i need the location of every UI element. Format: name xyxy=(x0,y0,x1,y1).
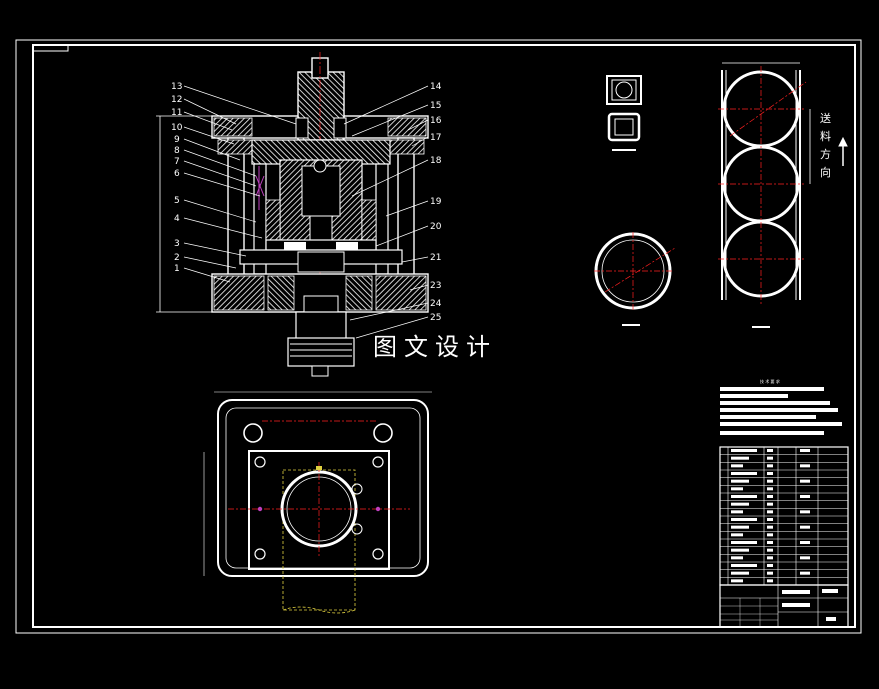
callout-23: 23 xyxy=(430,281,441,291)
parts-row-mark xyxy=(800,571,810,575)
parts-row-mark xyxy=(731,472,757,475)
callout-2: 2 xyxy=(174,253,180,263)
parts-row-mark xyxy=(767,579,773,583)
spring-marks xyxy=(255,166,265,210)
parts-row-mark xyxy=(767,541,773,544)
feed-char-1: 送 xyxy=(820,111,831,125)
callout-8: 8 xyxy=(174,146,180,156)
strip-layout xyxy=(718,62,811,328)
parts-row-mark xyxy=(767,564,773,567)
callout-11: 11 xyxy=(171,108,182,118)
callout-19: 19 xyxy=(430,197,442,207)
callout-leaders xyxy=(183,85,429,339)
parts-row-mark xyxy=(731,456,749,460)
parts-row-mark xyxy=(731,579,743,583)
height-dimension xyxy=(156,115,212,313)
parts-row-mark xyxy=(767,510,773,514)
parts-row-mark xyxy=(800,510,810,514)
parts-row-mark xyxy=(800,556,810,560)
parts-row-mark xyxy=(767,456,773,460)
callout-16: 16 xyxy=(430,116,442,126)
callout-5: 5 xyxy=(174,196,180,206)
parts-row-mark xyxy=(731,556,743,560)
parts-row-mark xyxy=(767,464,773,468)
parts-row-mark xyxy=(731,510,743,514)
callout-25: 25 xyxy=(430,313,441,323)
feed-char-3: 方 xyxy=(820,147,831,161)
parts-row-mark xyxy=(800,464,810,468)
parts-row-mark xyxy=(731,564,757,567)
feed-char-2: 料 xyxy=(820,129,831,143)
parts-row-mark xyxy=(767,518,773,521)
parts-row-mark xyxy=(731,464,743,468)
callout-21: 21 xyxy=(430,253,441,263)
parts-row-mark xyxy=(800,525,810,529)
parts-row-mark xyxy=(731,495,757,498)
parts-row-mark xyxy=(731,548,749,552)
callout-18: 18 xyxy=(430,156,442,166)
drawing-frame xyxy=(15,39,862,634)
parts-row-mark xyxy=(800,479,810,483)
callout-1: 1 xyxy=(174,264,180,274)
callout-3: 3 xyxy=(174,239,180,249)
parts-row-mark xyxy=(731,479,749,483)
parts-row-mark xyxy=(800,449,810,452)
callout-6: 6 xyxy=(174,169,180,179)
parts-row-mark xyxy=(731,449,757,452)
parts-list-table xyxy=(719,446,849,586)
feed-char-4: 向 xyxy=(820,165,831,179)
callout-13: 13 xyxy=(171,82,182,92)
parts-row-mark xyxy=(731,518,757,521)
parts-row-mark xyxy=(767,449,773,452)
parts-row-mark xyxy=(731,541,757,544)
parts-row-mark xyxy=(731,502,749,506)
parts-row-mark xyxy=(767,487,773,491)
parts-row-mark xyxy=(767,502,773,506)
callout-14: 14 xyxy=(430,82,442,92)
plan-view xyxy=(203,391,432,614)
parts-row-mark xyxy=(767,479,773,483)
parts-row-mark xyxy=(767,571,773,575)
tech-requirements-block: 技 术 要 求 xyxy=(720,378,842,435)
parts-row-mark xyxy=(731,533,743,537)
part-detail-views xyxy=(594,75,676,326)
callout-4: 4 xyxy=(174,214,180,224)
feed-arrow-icon xyxy=(838,136,848,166)
callout-7: 7 xyxy=(174,157,180,167)
callout-10: 10 xyxy=(171,123,183,133)
parts-row-mark xyxy=(767,472,773,475)
parts-row-mark xyxy=(731,525,749,529)
parts-row-mark xyxy=(767,525,773,529)
parts-row-mark xyxy=(800,541,810,544)
callout-9: 9 xyxy=(174,135,180,145)
parts-row-mark xyxy=(767,495,773,498)
callouts-right: 14 15 16 17 18 19 20 21 23 24 25 xyxy=(430,82,442,323)
callout-24: 24 xyxy=(430,299,442,309)
parts-row-mark xyxy=(767,533,773,537)
callout-12: 12 xyxy=(171,95,182,105)
parts-row-mark xyxy=(767,548,773,552)
parts-row-mark xyxy=(800,495,810,498)
main-section-view xyxy=(156,52,429,377)
callout-17: 17 xyxy=(430,133,441,143)
callout-20: 20 xyxy=(430,222,442,232)
tech-requirements-title: 技 术 要 求 xyxy=(760,378,780,384)
watermark-text: 图文设计 xyxy=(373,333,497,361)
parts-row-mark xyxy=(731,487,743,491)
feed-direction-label: 送 料 方 向 xyxy=(820,111,848,179)
callout-15: 15 xyxy=(430,101,441,111)
parts-row-mark xyxy=(731,571,749,575)
title-block xyxy=(719,584,849,628)
parts-row-mark xyxy=(767,556,773,560)
callouts-left: 13 12 11 10 9 8 7 6 5 4 3 2 1 xyxy=(171,82,183,274)
